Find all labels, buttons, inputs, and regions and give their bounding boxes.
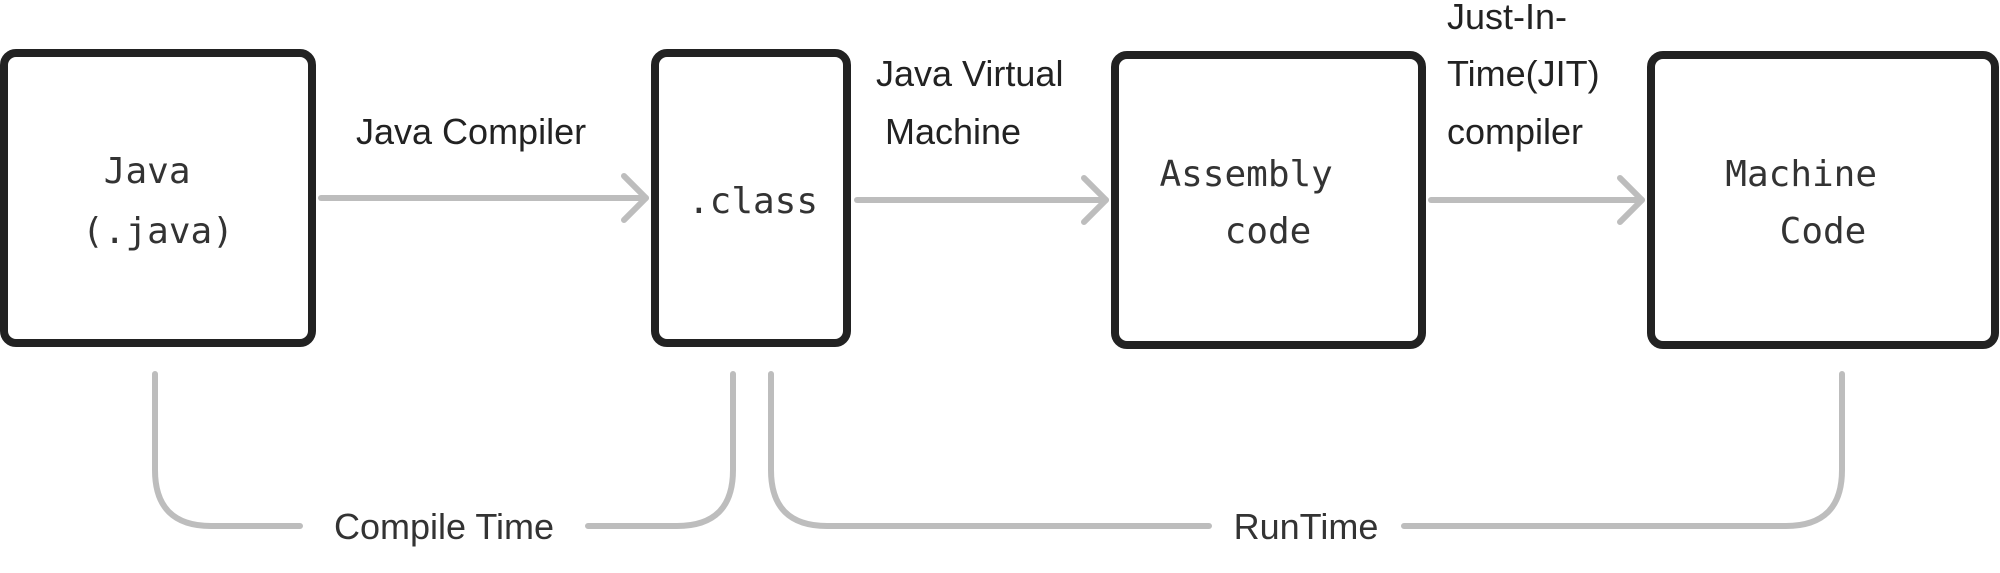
edge-jit-line-1: Just-In- (1447, 0, 1567, 37)
node-assembly-line-2: code (1225, 211, 1312, 252)
node-java-source-line-1: Java (104, 151, 191, 192)
edge-jvm-head (1081, 175, 1109, 225)
node-java-source-label: Java (.java) (82, 151, 234, 252)
compile-time-label: Compile Time (334, 506, 554, 547)
runtime-bracket-left (768, 371, 1212, 529)
edge-jvm-line-2: Machine (885, 111, 1021, 152)
node-assembly-box (1111, 51, 1426, 349)
runtime-bracket-right (1401, 371, 1845, 529)
node-class-file-box (651, 49, 851, 347)
edge-jvm-arrow (854, 175, 1109, 225)
node-java-source-box (0, 49, 316, 347)
edge-java-compiler-arrow (318, 173, 649, 223)
edge-jit-head (1617, 175, 1645, 225)
node-machine-line-1: Machine (1725, 154, 1877, 195)
node-machine-label: Machine Code (1725, 154, 1898, 252)
node-java-source-line-2: (.java) (82, 211, 234, 252)
node-assembly-label: Assembly code (1159, 154, 1354, 252)
edge-jit-label: Just-In- Time(JIT) compiler (1447, 0, 1610, 152)
edge-jit-arrow (1428, 175, 1645, 225)
node-class-file-line-1: .class (688, 181, 818, 222)
edge-jit-line-3: compiler (1447, 111, 1583, 152)
runtime-label: RunTime (1234, 506, 1379, 547)
node-machine-line-2: Code (1780, 211, 1867, 252)
edge-jvm-line-1: Java Virtual (876, 53, 1063, 94)
edge-java-compiler-label: Java Compiler (356, 111, 586, 152)
node-machine-box (1647, 51, 1999, 349)
edge-java-compiler-head (621, 173, 649, 223)
node-class-file-label: .class (688, 181, 818, 222)
edge-jvm-label: Java Virtual Machine (876, 53, 1073, 152)
edge-java-compiler-line-1: Java Compiler (356, 111, 586, 152)
edge-jit-line-2: Time(JIT) (1447, 53, 1600, 94)
node-assembly-line-1: Assembly (1159, 154, 1332, 195)
compile-time-bracket-left (152, 371, 303, 529)
compile-time-bracket-right (585, 371, 736, 529)
